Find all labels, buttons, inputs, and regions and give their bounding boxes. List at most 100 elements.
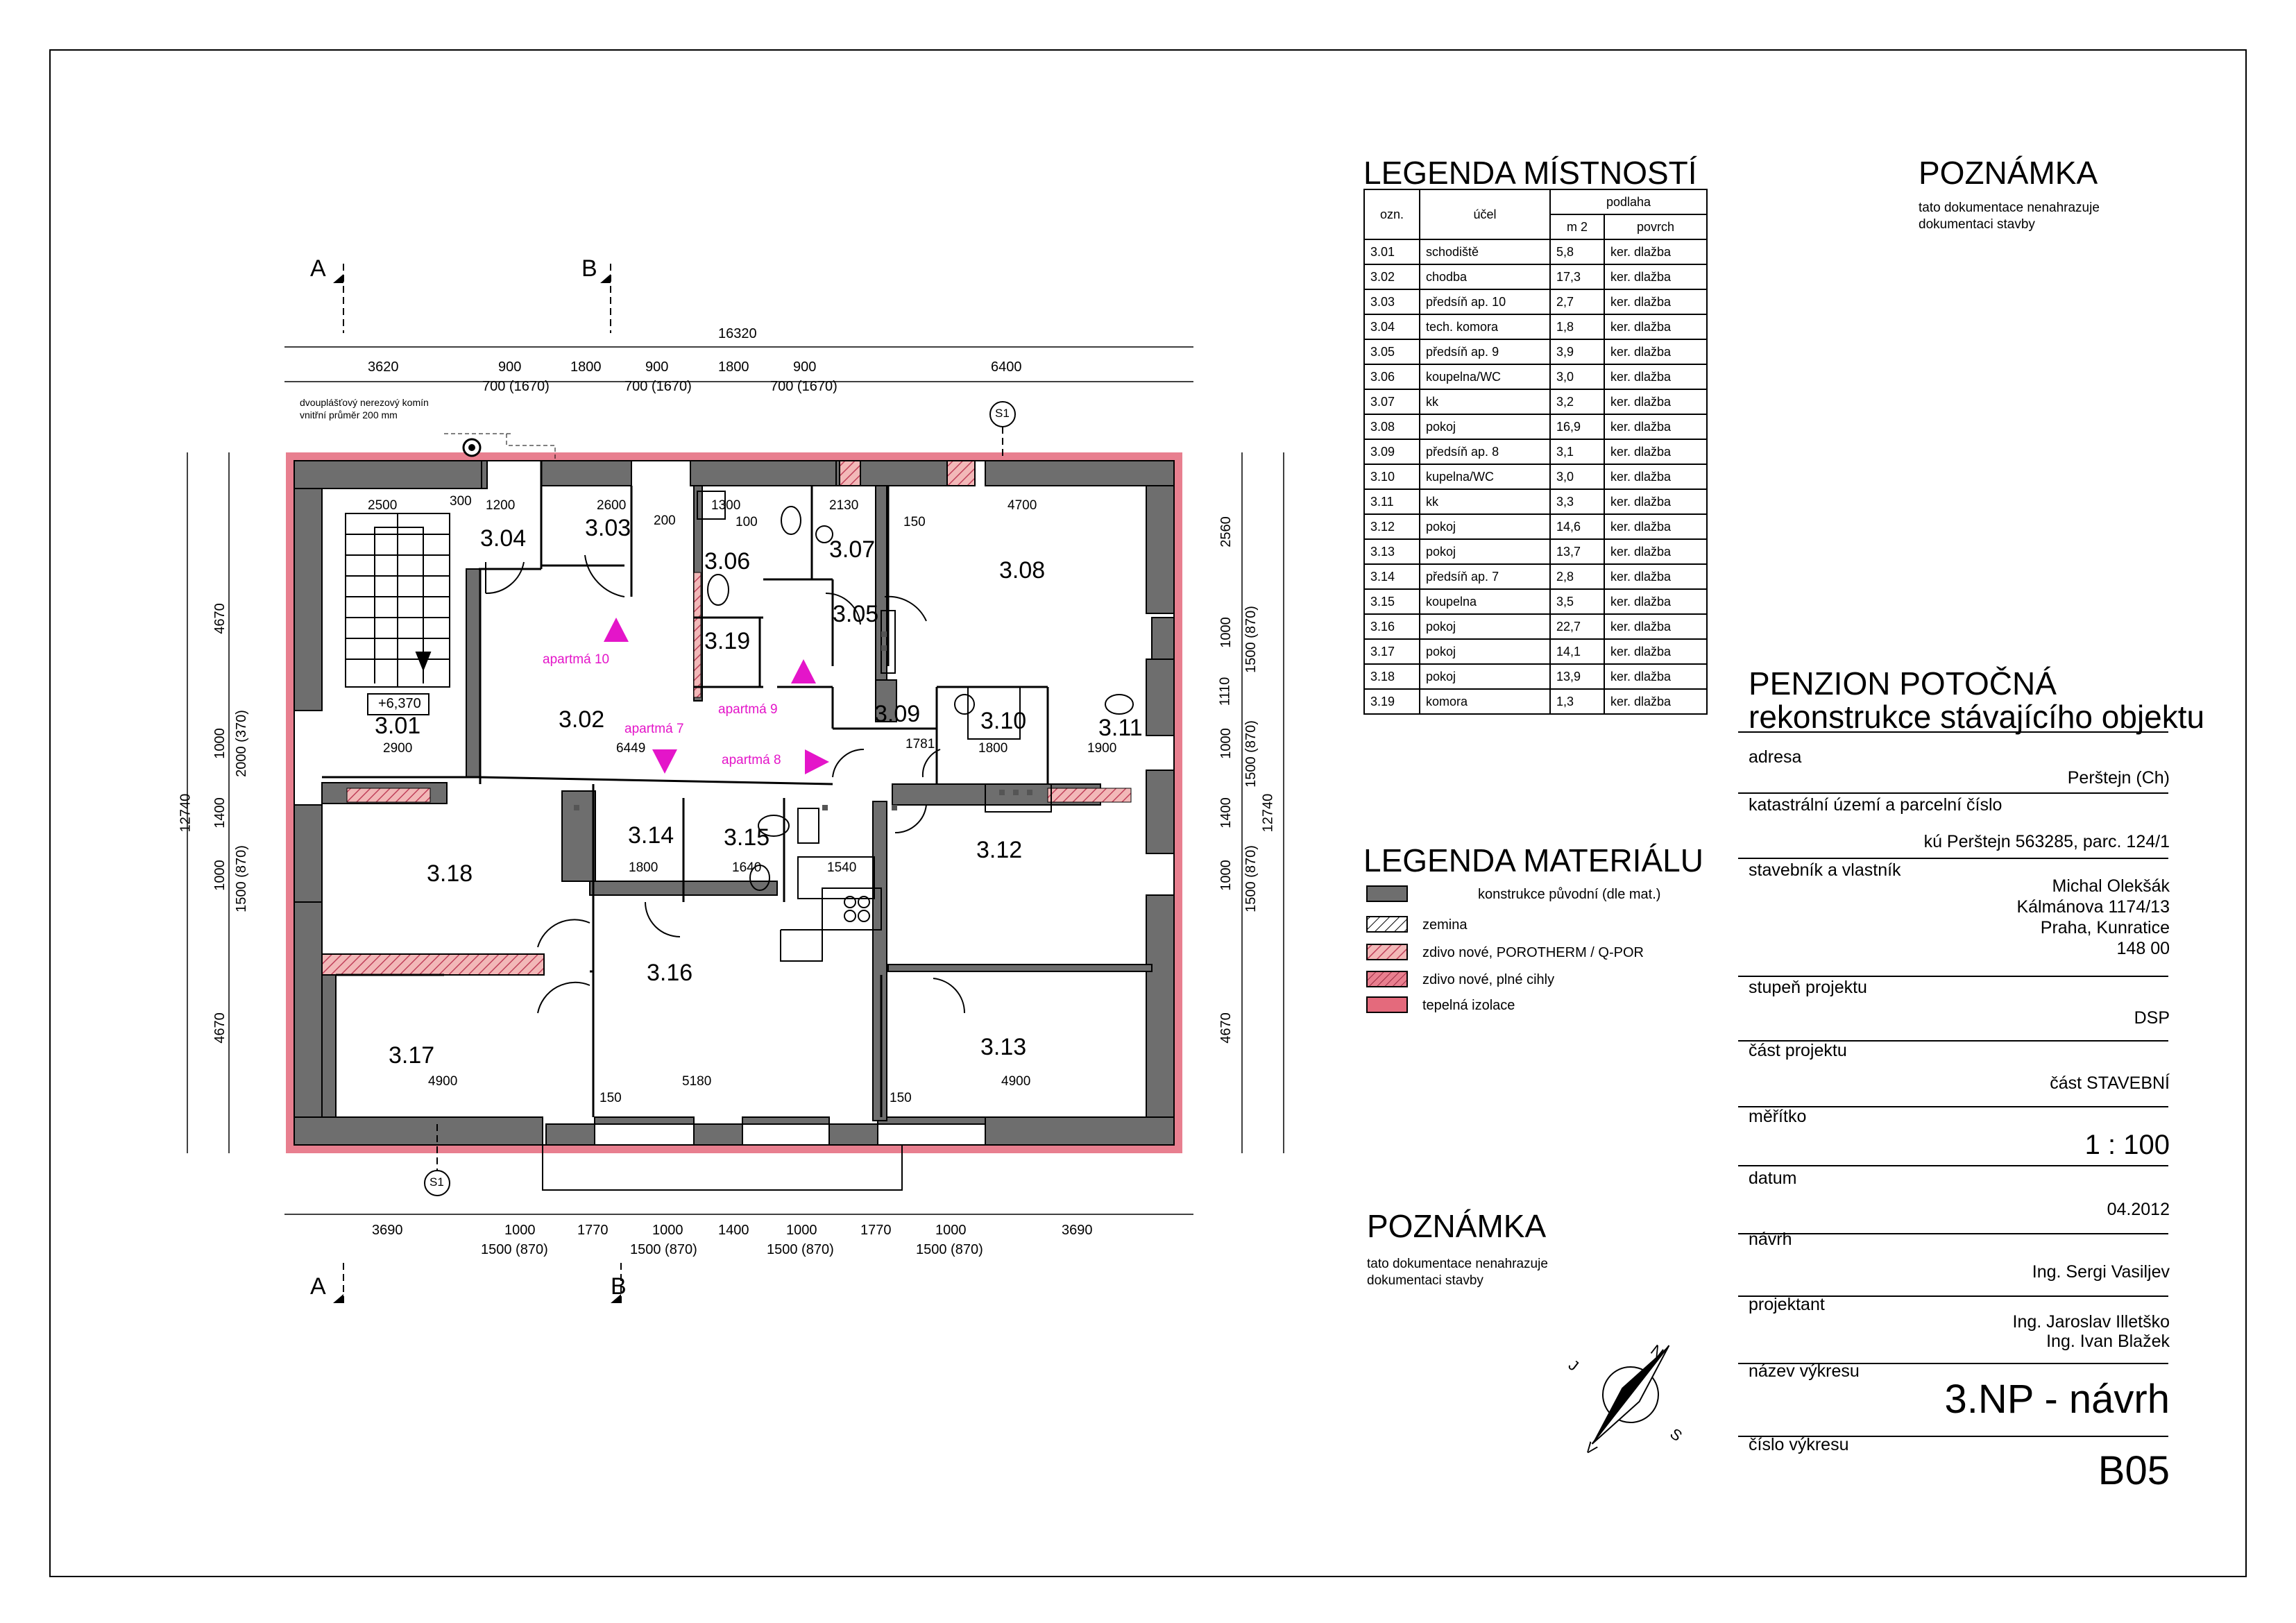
legend-cell-area: 16,9 (1549, 414, 1605, 440)
title-block-lines (1738, 731, 2168, 1437)
room-3.02: 3.02 (559, 706, 605, 733)
legend-cell-surface: ker. dlažba (1604, 464, 1708, 490)
legend-cell-surface: ker. dlažba (1604, 239, 1708, 265)
legend-cell-purpose: koupelna/WC (1419, 364, 1551, 390)
room-3.15: 3.15 (724, 824, 770, 851)
designer-line-2: Ing. Ivan Blažek (2046, 1332, 2170, 1351)
scale-label: měřítko (1749, 1107, 1807, 1126)
room-dim: 4900 (428, 1074, 458, 1089)
top-dim-7: 6400 (991, 359, 1022, 375)
legend-cell-surface: ker. dlažba (1604, 613, 1708, 640)
room-dim: 2900 (383, 741, 413, 756)
material-swatches (1366, 885, 1408, 1013)
legend-cell-purpose: pokoj (1419, 638, 1551, 665)
right-dim-2: 1000 (1218, 617, 1234, 648)
legend-cell-area: 3,0 (1549, 364, 1605, 390)
bottom-dim-6: 1000 (786, 1223, 817, 1238)
note-top-title: POZNÁMKA (1919, 155, 2098, 191)
room-dim: 2600 (597, 498, 627, 513)
legend-cell-purpose: kk (1419, 389, 1551, 415)
top-dim-3: 1800 (570, 359, 602, 375)
address-label: adresa (1749, 747, 1802, 767)
legend-cell-purpose: pokoj (1419, 513, 1551, 540)
legend-cell-purpose: pokoj (1419, 414, 1551, 440)
material-item: zdivo nové, plné cihly (1422, 971, 1555, 987)
legend-cell-id: 3.10 (1363, 464, 1420, 490)
room-3.14: 3.14 (628, 822, 674, 849)
legend-cell-surface: ker. dlažba (1604, 638, 1708, 665)
designer-line-1: Ing. Jaroslav Illetško (2012, 1312, 2170, 1332)
room-3.19: 3.19 (704, 628, 751, 654)
legend-cell-purpose: pokoj (1419, 613, 1551, 640)
legend-cell-area: 3,9 (1549, 339, 1605, 365)
col-header-id: ozn. (1363, 189, 1420, 240)
room-dim: 1200 (486, 498, 516, 513)
right-dim-6: 1000 (1218, 860, 1234, 891)
room-dim: 5180 (682, 1074, 712, 1089)
legend-cell-surface: ker. dlažba (1604, 563, 1708, 590)
legend-cell-id: 3.12 (1363, 513, 1420, 540)
legend-cell-id: 3.16 (1363, 613, 1420, 640)
total-height-right: 12740 (1260, 793, 1276, 833)
material-item: zemina (1422, 917, 1468, 933)
part-label: část projektu (1749, 1041, 1847, 1060)
legend-cell-area: 1,8 (1549, 314, 1605, 340)
legend-cell-area: 14,1 (1549, 638, 1605, 665)
section-s1-bottom: S1 (430, 1175, 444, 1189)
legend-cell-purpose: pokoj (1419, 663, 1551, 690)
part-value: část STAVEBNÍ (2050, 1073, 2170, 1093)
room-3.13: 3.13 (980, 1034, 1027, 1060)
owner-line-3: Praha, Kunratice (2040, 918, 2170, 937)
legend-cell-id: 3.18 (1363, 663, 1420, 690)
drawing-name-value: 3.NP - návrh (1944, 1377, 2170, 1422)
room-3.08: 3.08 (999, 557, 1046, 584)
legend-cell-area: 3,1 (1549, 439, 1605, 465)
apartment-10-label: apartmá 10 (543, 652, 610, 667)
room-dim: 150 (890, 1091, 912, 1105)
legend-cell-purpose: schodiště (1419, 239, 1551, 265)
legend-cell-id: 3.03 (1363, 289, 1420, 315)
legend-cell-surface: ker. dlažba (1604, 339, 1708, 365)
room-dim: 1800 (629, 860, 658, 875)
legend-cell-purpose: tech. komora (1419, 314, 1551, 340)
legend-cell-area: 3,3 (1549, 488, 1605, 515)
section-a-bottom: A (310, 1273, 326, 1300)
legend-cell-id: 3.09 (1363, 439, 1420, 465)
section-s1-top: S1 (995, 407, 1010, 420)
legend-cell-area: 2,7 (1549, 289, 1605, 315)
left-dim-3: 1400 (212, 797, 228, 829)
sheet-frame (49, 49, 2247, 1577)
room-3.05: 3.05 (833, 601, 879, 627)
right-dim-3: 1110 (1217, 677, 1233, 706)
legend-cell-id: 3.17 (1363, 638, 1420, 665)
address-value: Perštejn (Ch) (2067, 768, 2170, 788)
bottom-sub-dim-1: 1500 (870) (481, 1242, 548, 1257)
legend-cell-purpose: předsíň ap. 10 (1419, 289, 1551, 315)
bottom-dim-9: 3690 (1062, 1223, 1093, 1238)
project-subtitle: rekonstrukce stávajícího objektu (1749, 699, 2205, 735)
bottom-dim-8: 1000 (935, 1223, 967, 1238)
legend-cell-area: 1,3 (1549, 688, 1605, 715)
legend-cell-area: 14,6 (1549, 513, 1605, 540)
legend-cell-area: 3,2 (1549, 389, 1605, 415)
project-title: PENZION POTOČNÁ (1749, 665, 2057, 702)
left-sub-dim-2: 1500 (870) (233, 845, 249, 912)
room-dim: 6449 (616, 741, 646, 756)
room-3.17: 3.17 (389, 1042, 435, 1069)
legend-cell-surface: ker. dlažba (1604, 414, 1708, 440)
cadastre-label: katastrální území a parcelní číslo (1749, 795, 2002, 815)
right-sub-dim-2: 1500 (870) (1243, 720, 1259, 788)
legend-cell-surface: ker. dlažba (1604, 488, 1708, 515)
legend-cell-surface: ker. dlažba (1604, 364, 1708, 390)
legend-cell-id: 3.14 (1363, 563, 1420, 590)
